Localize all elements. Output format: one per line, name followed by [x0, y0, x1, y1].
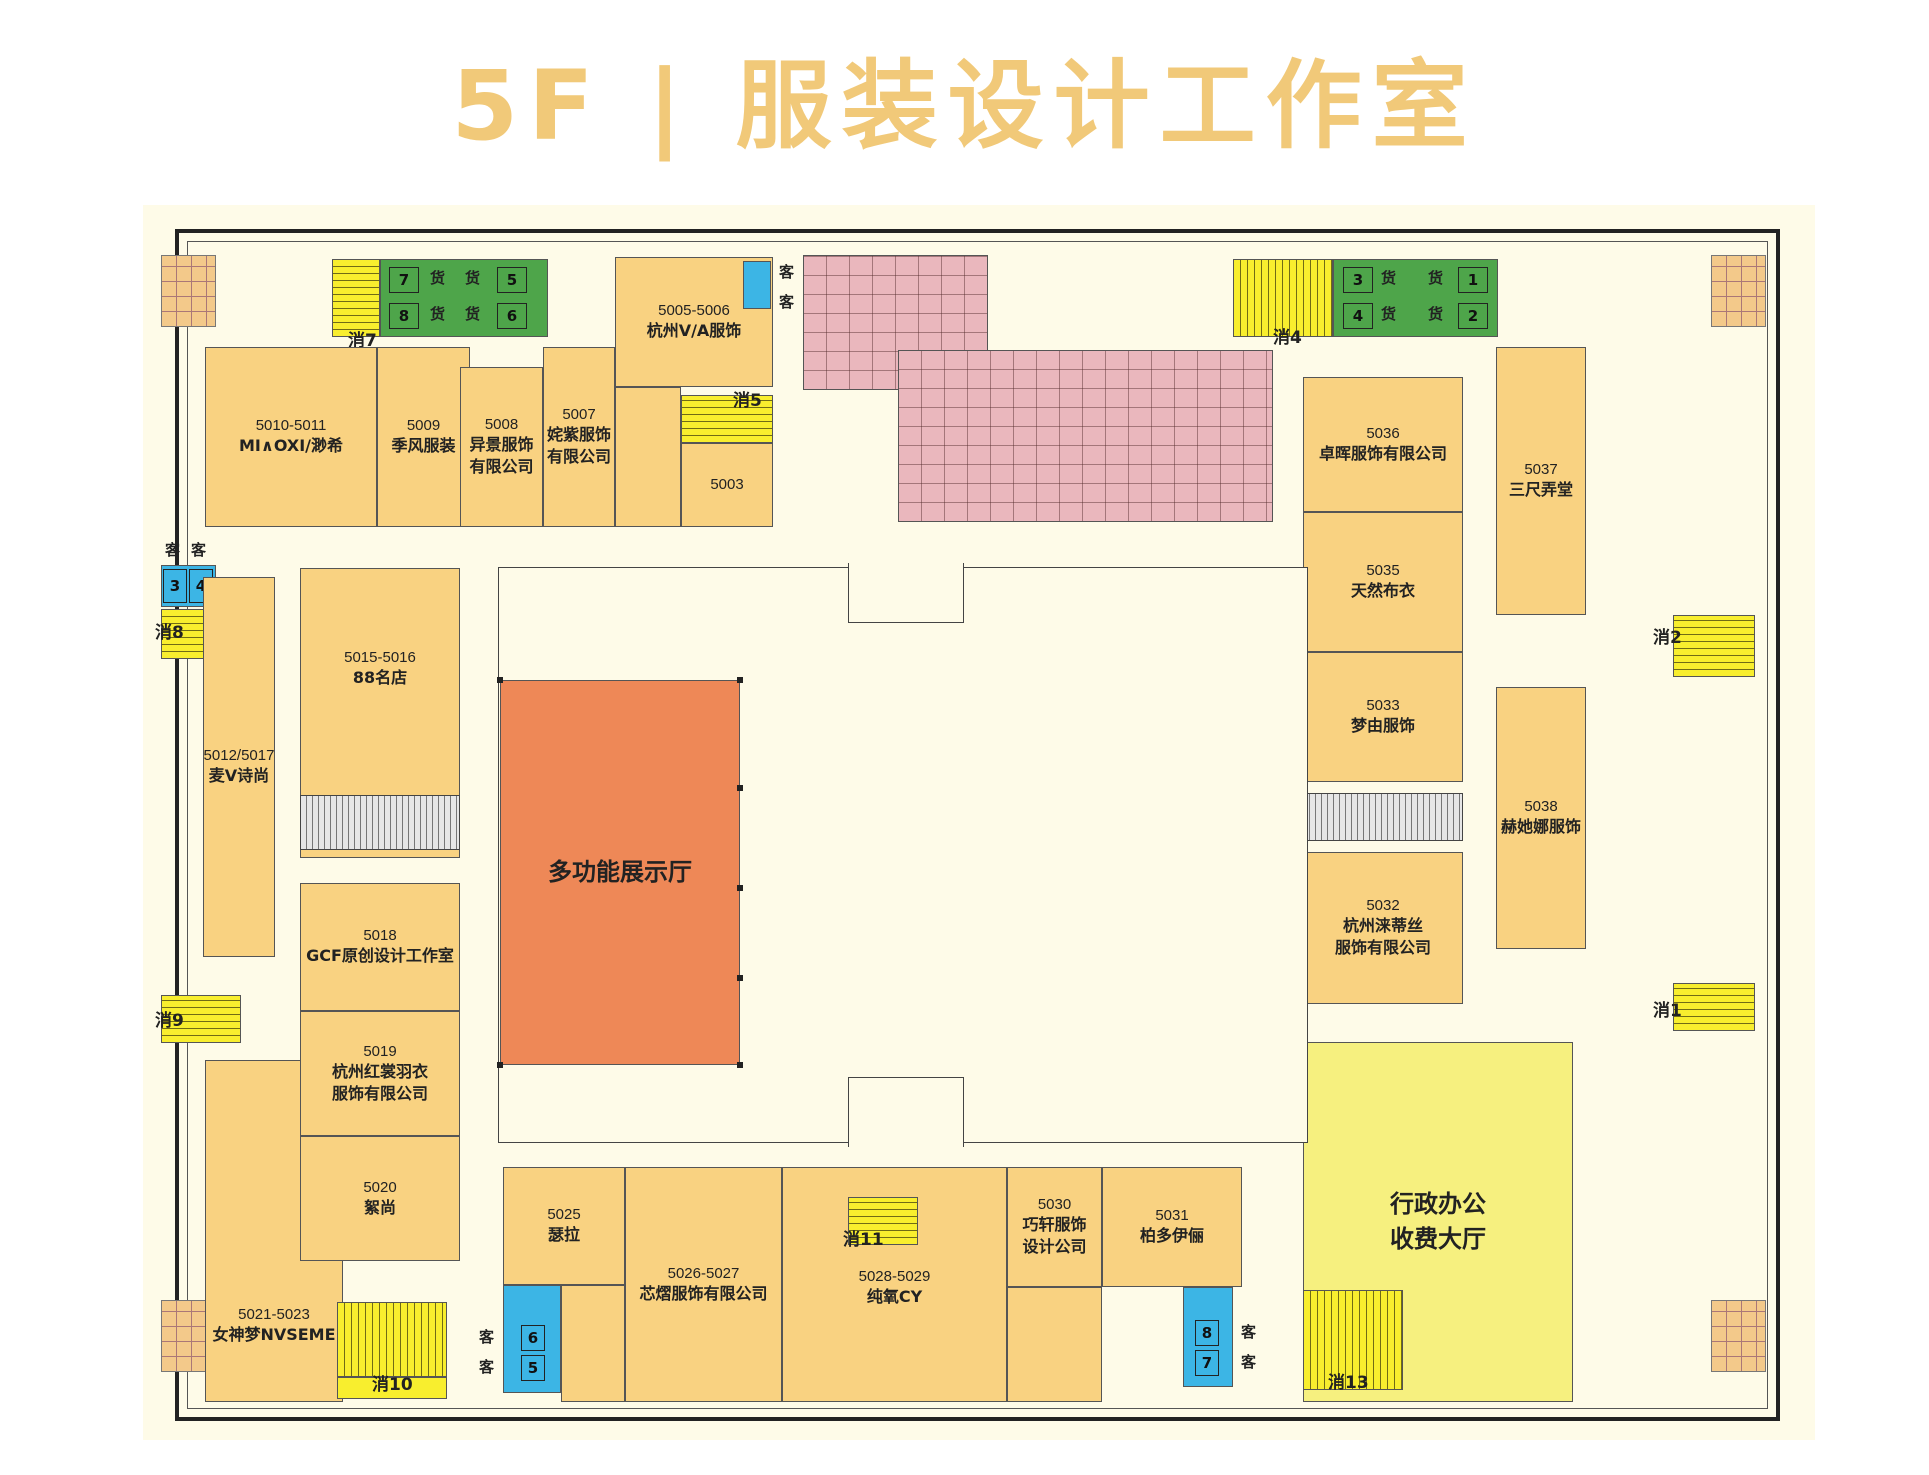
shop-5032[interactable]: 5032 杭州涞蒂丝 服饰有限公司: [1303, 852, 1463, 1004]
shop-5007[interactable]: 5007 姹紫服饰 有限公司: [543, 347, 615, 527]
passenger-lift-7[interactable]: 7: [1195, 1350, 1219, 1376]
passenger-lift-bank-n[interactable]: [743, 261, 771, 309]
toilet-nw: [161, 255, 216, 327]
freight-lift-8[interactable]: 8: [389, 303, 419, 329]
fire-stair-1[interactable]: [1673, 983, 1755, 1031]
shop-5003[interactable]: 5003: [681, 443, 773, 527]
atrium-notch-bottom: [848, 1077, 964, 1147]
shop-5030-lower[interactable]: [1007, 1287, 1102, 1402]
fire-stair-8-label: 消8: [155, 623, 184, 643]
passenger-lift-3[interactable]: 3: [163, 569, 187, 603]
shop-5031[interactable]: 5031 柏多伊俪: [1102, 1167, 1242, 1287]
shop-5019[interactable]: 5019 杭州红裳羽衣 服饰有限公司: [300, 1011, 460, 1136]
shop-5033[interactable]: 5033 梦由服饰: [1303, 652, 1463, 782]
inner-wall: [187, 241, 1768, 1409]
fire-stair-5[interactable]: [681, 395, 773, 443]
freight-label: 货: [465, 305, 481, 323]
escalator-east[interactable]: [1303, 793, 1463, 841]
toilet-se: [1711, 1300, 1766, 1372]
fire-stair-2[interactable]: [1673, 615, 1755, 677]
shop-5030[interactable]: 5030 巧轩服饰 设计公司: [1007, 1167, 1102, 1287]
freight-label: 货: [430, 305, 446, 323]
freight-lift-4[interactable]: 4: [1343, 303, 1373, 329]
freight-label: 货: [1381, 269, 1397, 287]
restaurant-dining: [898, 350, 1273, 522]
fire-stair-13-label: 消13: [1328, 1373, 1369, 1393]
shop-5010-5011[interactable]: 5010-5011 MI∧OXI/渺希: [205, 347, 377, 527]
freight-lift-5[interactable]: 5: [497, 267, 527, 293]
column: [497, 1062, 503, 1068]
shop-5020[interactable]: 5020 絮尚: [300, 1136, 460, 1261]
column: [737, 677, 743, 683]
shop-5008[interactable]: 5008 异景服饰 有限公司: [460, 367, 543, 527]
freight-lift-3[interactable]: 3: [1343, 267, 1373, 293]
shop-5009[interactable]: 5009 季风服装: [377, 347, 470, 527]
shop-5036[interactable]: 5036 卓晖服饰有限公司: [1303, 377, 1463, 512]
column: [737, 885, 743, 891]
freight-label: 货: [1428, 269, 1444, 287]
passenger-label: 客: [479, 1358, 495, 1376]
column: [737, 785, 743, 791]
shop-5025-lower[interactable]: [561, 1285, 625, 1402]
fire-stair-9[interactable]: [161, 995, 241, 1043]
freight-lift-6[interactable]: 6: [497, 303, 527, 329]
passenger-label: 客: [779, 293, 795, 311]
freight-lift-2[interactable]: 2: [1458, 303, 1488, 329]
fire-stair-5-label: 消5: [733, 391, 762, 411]
passenger-lift-8[interactable]: 8: [1195, 1320, 1219, 1346]
multi-function-exhibition-hall[interactable]: 多功能展示厅: [500, 680, 740, 1065]
passenger-label: 客: [1241, 1323, 1257, 1341]
escalator-west[interactable]: [300, 795, 460, 850]
shop-5005-5006-lower[interactable]: [615, 387, 681, 527]
passenger-label: 客: [779, 263, 795, 281]
passenger-lift-6[interactable]: 6: [521, 1325, 545, 1351]
shop-5018[interactable]: 5018 GCF原创设计工作室: [300, 883, 460, 1011]
fire-stair-4[interactable]: [1233, 259, 1333, 337]
fire-stair-11[interactable]: [848, 1197, 918, 1245]
freight-label: 货: [465, 269, 481, 287]
column: [497, 677, 503, 683]
shop-5025[interactable]: 5025 瑟拉: [503, 1167, 625, 1285]
floor-plan: 消7 7 5 8 6 货 货 货 货 消4 3 1 4 2 货 货 货 货 50…: [143, 205, 1815, 1440]
fire-stair-13[interactable]: [1303, 1290, 1403, 1390]
toilet-ne: [1711, 255, 1766, 327]
freight-label: 货: [1381, 305, 1397, 323]
shop-5005-5006[interactable]: 5005-5006 杭州V/A服饰: [615, 257, 773, 387]
fire-stair-9-label: 消9: [155, 1011, 184, 1031]
atrium-notch-top: [848, 563, 964, 623]
shop-5012-5017[interactable]: 5012/5017 麦V诗尚: [203, 577, 275, 957]
fire-stair-1-label: 消1: [1653, 1001, 1682, 1021]
passenger-label: 客: [1241, 1353, 1257, 1371]
passenger-lift-5[interactable]: 5: [521, 1355, 545, 1381]
column: [737, 975, 743, 981]
fire-stair-7-label: 消7: [348, 331, 377, 351]
shop-5038[interactable]: 5038 赫她娜服饰: [1496, 687, 1586, 949]
shop-5026-5027[interactable]: 5026-5027 芯熠服饰有限公司: [625, 1167, 782, 1402]
fire-stair-2-label: 消2: [1653, 628, 1682, 648]
shop-5037[interactable]: 5037 三尺弄堂: [1496, 347, 1586, 615]
shop-5035[interactable]: 5035 天然布衣: [1303, 512, 1463, 652]
freight-label: 货: [1428, 305, 1444, 323]
freight-lift-7[interactable]: 7: [389, 267, 419, 293]
page-title: 5F | 服装设计工作室: [451, 50, 1478, 162]
fire-stair-10-label: 消10: [372, 1375, 413, 1395]
passenger-label: 客: [165, 541, 181, 559]
fire-stair-11-label: 消11: [843, 1230, 884, 1250]
fire-stair-10[interactable]: [337, 1302, 447, 1377]
passenger-label: 客: [191, 541, 207, 559]
column: [737, 1062, 743, 1068]
fire-stair-7[interactable]: [332, 259, 380, 337]
freight-lift-1[interactable]: 1: [1458, 267, 1488, 293]
fire-stair-10-base: [337, 1377, 447, 1399]
freight-label: 货: [430, 269, 446, 287]
passenger-label: 客: [479, 1328, 495, 1346]
fire-stair-4-label: 消4: [1273, 328, 1302, 348]
